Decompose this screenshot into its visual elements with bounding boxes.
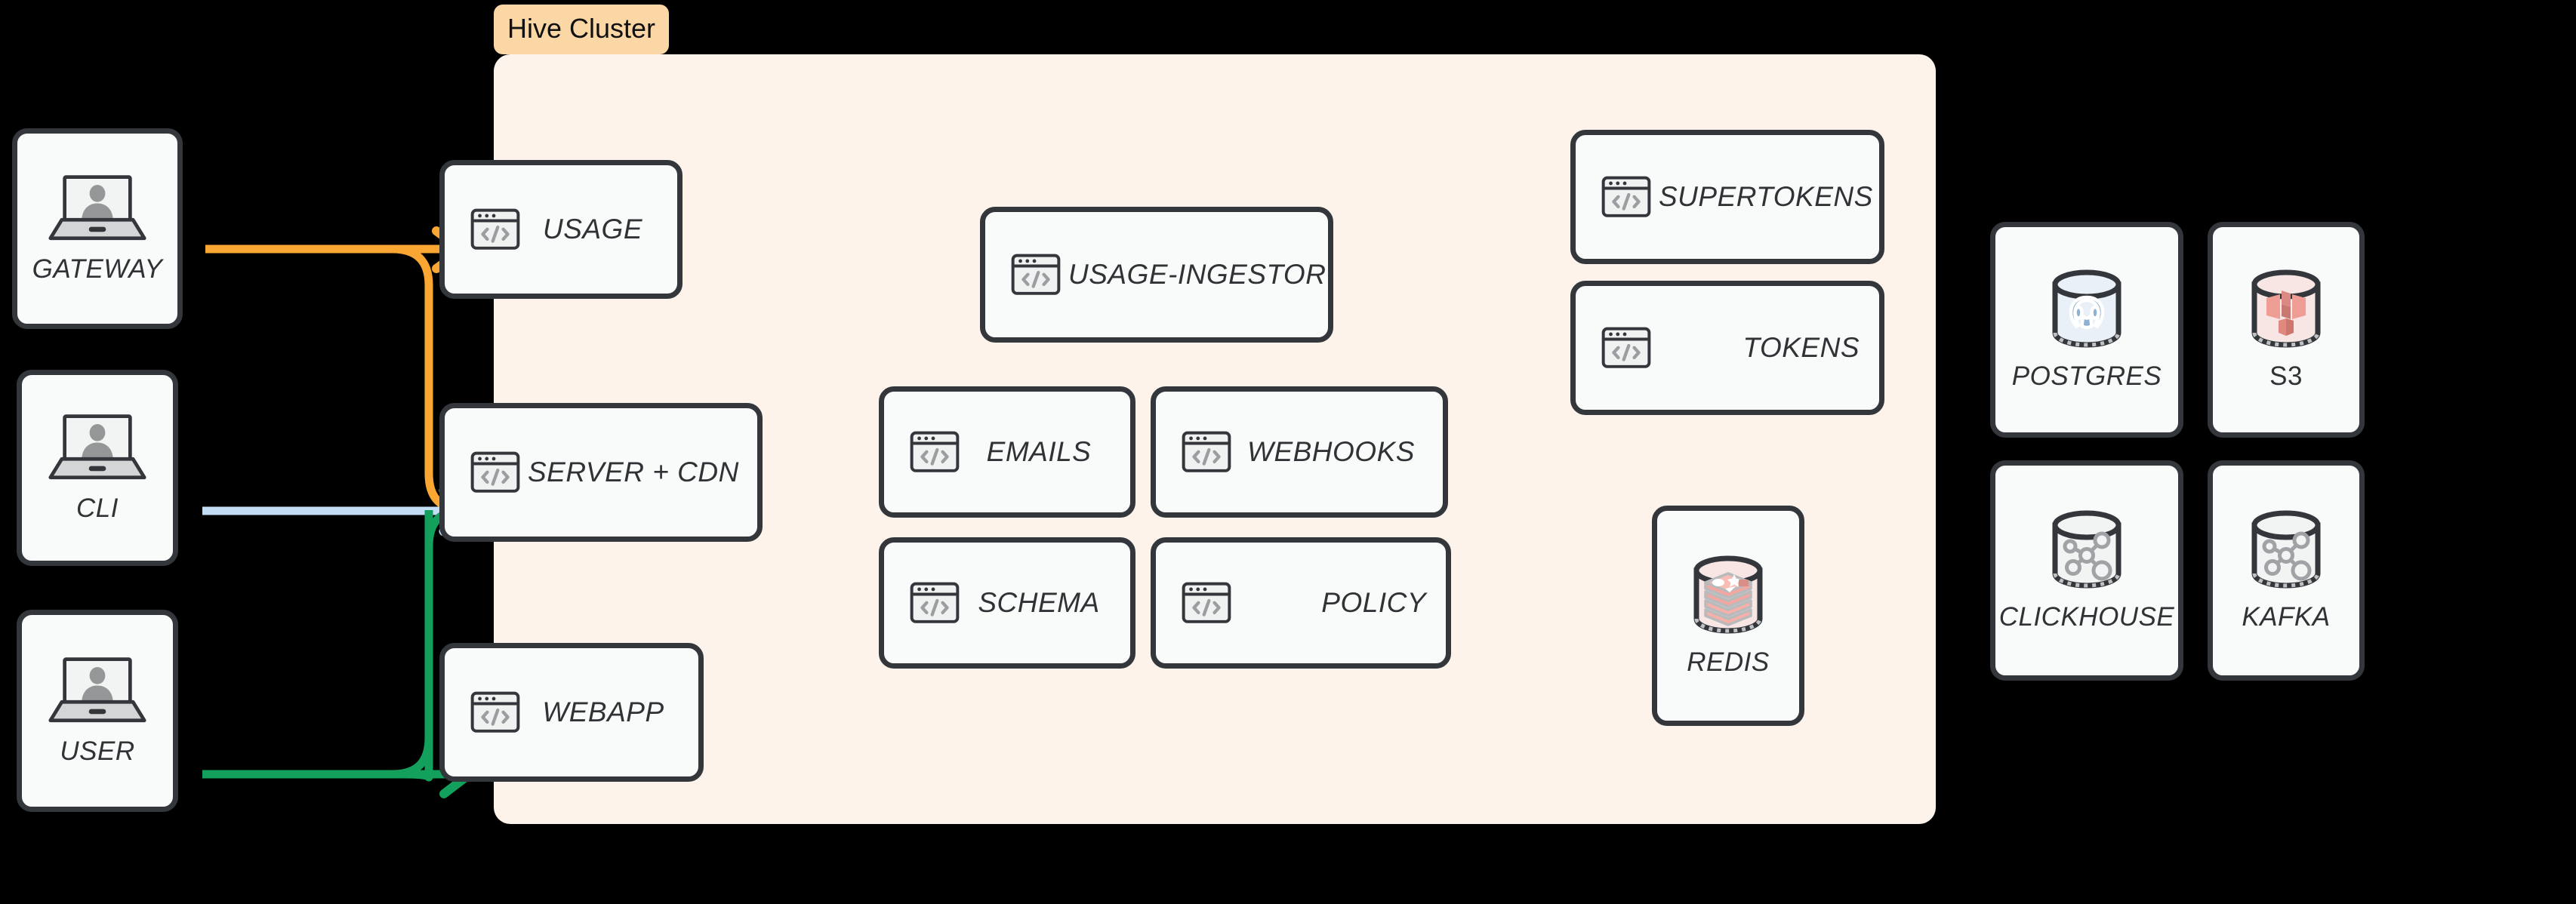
hive-cluster-badge: Hive Cluster	[494, 5, 670, 54]
code-window-icon	[1601, 327, 1651, 369]
client-label: CLI	[76, 494, 119, 524]
code-window-icon	[470, 691, 520, 733]
service-label: POLICY	[1321, 587, 1426, 618]
service-card-server-cdn[interactable]: SERVER + CDN	[439, 403, 763, 542]
laptop-user-icon	[48, 414, 146, 479]
laptop-user-icon	[48, 173, 147, 242]
code-window-icon	[910, 431, 960, 473]
code-window-icon	[1601, 176, 1651, 218]
s3-cylinder-icon	[2251, 269, 2321, 348]
code-window-icon	[1601, 327, 1651, 369]
client-card-gateway[interactable]: GATEWAY	[12, 128, 183, 329]
service-label: USAGE	[542, 214, 643, 244]
service-card-tokens[interactable]: TOKENS	[1570, 281, 1884, 415]
postgres-cylinder-icon	[2048, 268, 2126, 349]
store-card-redis[interactable]: REDIS	[1652, 506, 1804, 726]
laptop-user-icon	[48, 657, 146, 722]
store-card-s3[interactable]: S3	[2208, 222, 2365, 438]
code-window-icon	[470, 208, 520, 251]
code-window-icon	[1011, 254, 1061, 296]
service-card-supertokens[interactable]: SUPERTOKENS	[1570, 130, 1884, 264]
code-window-icon	[470, 451, 520, 494]
wire-user-to-server-cdn	[402, 510, 433, 782]
store-label: S3	[2269, 361, 2303, 391]
code-window-icon	[1182, 582, 1231, 624]
service-card-usage[interactable]: USAGE	[439, 160, 683, 299]
client-card-cli[interactable]: CLI	[17, 370, 178, 566]
service-label: SUPERTOKENS	[1659, 181, 1873, 212]
code-window-icon	[910, 582, 960, 624]
client-label: GATEWAY	[32, 254, 163, 284]
code-window-icon	[1182, 431, 1231, 473]
code-window-icon	[1601, 176, 1651, 218]
store-label: REDIS	[1687, 647, 1770, 677]
service-card-schema[interactable]: SCHEMA	[879, 537, 1135, 669]
service-label: USAGE-INGESTOR	[1068, 259, 1327, 290]
code-window-icon	[1182, 431, 1231, 473]
service-label: SCHEMA	[978, 587, 1100, 618]
service-label: WEBAPP	[542, 696, 664, 727]
laptop-user-icon	[48, 655, 147, 724]
store-card-postgres[interactable]: POSTGRES	[1990, 222, 2183, 438]
service-card-webhooks[interactable]: WEBHOOKS	[1151, 386, 1448, 518]
client-label: USER	[60, 736, 135, 767]
store-label: KAFKA	[2242, 602, 2331, 632]
service-label: SERVER + CDN	[528, 457, 739, 487]
kafka-cylinder-icon	[2251, 510, 2321, 589]
service-card-webapp[interactable]: WEBAPP	[439, 643, 704, 782]
code-window-icon	[910, 582, 960, 624]
store-card-clickhouse[interactable]: CLICKHOUSE	[1990, 460, 2183, 681]
redis-cylinder-icon	[1693, 555, 1763, 634]
code-window-icon	[470, 451, 520, 494]
code-window-icon	[470, 208, 520, 251]
laptop-user-icon	[48, 175, 146, 240]
postgres-cylinder-icon	[2052, 269, 2122, 348]
code-window-icon	[1011, 254, 1061, 296]
store-card-kafka[interactable]: KAFKA	[2208, 460, 2365, 681]
code-window-icon	[910, 431, 960, 473]
service-card-usage-ingestor[interactable]: USAGE-INGESTOR	[980, 207, 1333, 343]
service-card-emails[interactable]: EMAILS	[879, 386, 1135, 518]
redis-cylinder-icon	[1689, 554, 1767, 635]
kafka-cylinder-icon	[2247, 509, 2325, 590]
service-label: WEBHOOKS	[1247, 436, 1415, 467]
clickhouse-cylinder-icon	[2048, 509, 2126, 590]
service-card-policy[interactable]: POLICY	[1151, 537, 1451, 669]
service-label: TOKENS	[1742, 332, 1860, 363]
clickhouse-cylinder-icon	[2052, 510, 2122, 589]
service-label: EMAILS	[986, 436, 1092, 467]
store-label: CLICKHOUSE	[1998, 602, 2175, 632]
code-window-icon	[470, 691, 520, 733]
store-label: POSTGRES	[2011, 361, 2162, 391]
s3-cylinder-icon	[2247, 268, 2325, 349]
client-card-user[interactable]: USER	[17, 610, 178, 812]
code-window-icon	[1182, 582, 1231, 624]
laptop-user-icon	[48, 412, 147, 481]
